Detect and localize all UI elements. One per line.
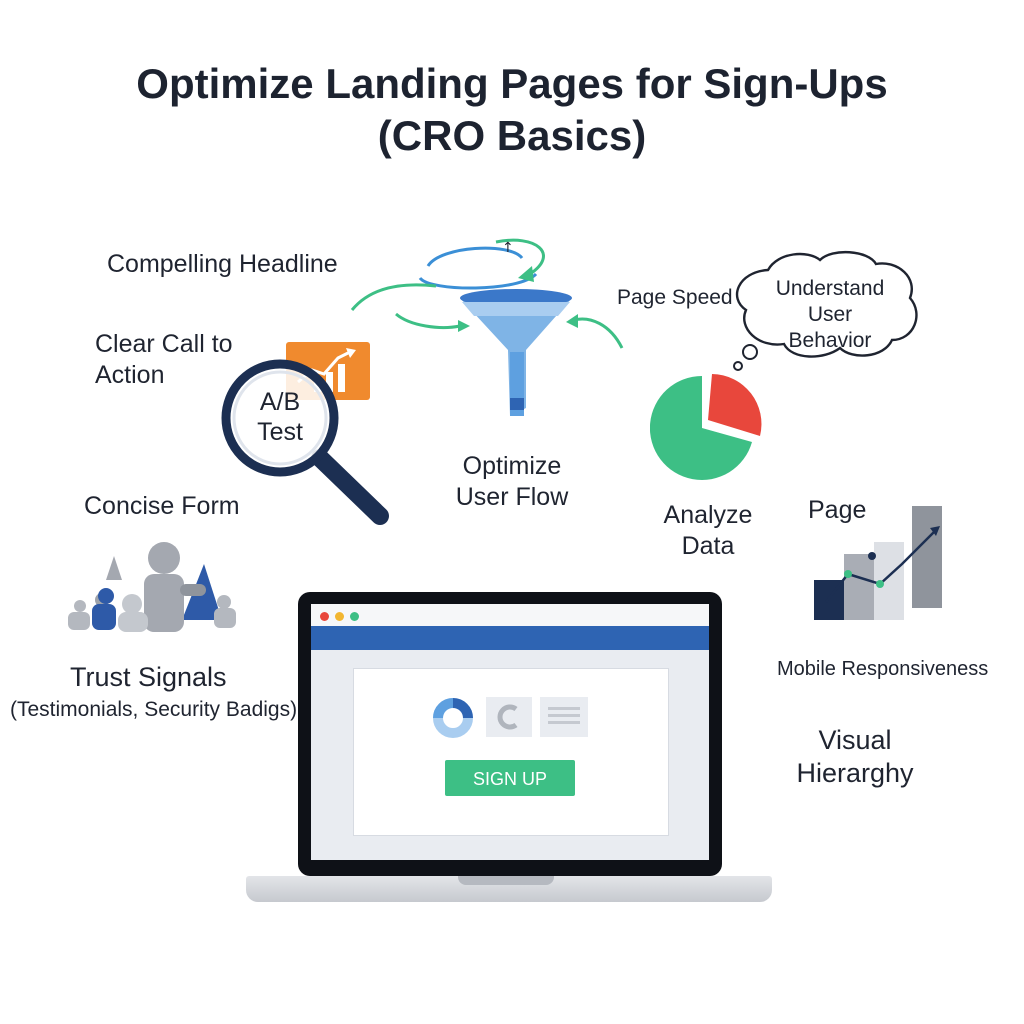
label-analyze-data: Analyze Data — [638, 500, 778, 562]
label-optimize-flow-line2: User Flow — [455, 483, 569, 511]
label-concise-form: Concise Form — [84, 492, 240, 520]
label-trust-signals-sub: (Testimonials, Security Badigs) — [10, 698, 298, 721]
landing-page-card: SIGN UP — [353, 668, 669, 836]
label-compelling-headline: Compelling Headline — [107, 250, 338, 278]
label-clear-cta: Clear Call to Action — [95, 329, 233, 391]
label-mobile-responsiveness: Mobile Responsiveness — [777, 658, 989, 680]
label-page-speed: Page Speed — [617, 286, 733, 309]
laptop-base — [246, 876, 772, 902]
bar-chart-icon — [814, 506, 942, 620]
label-ab-test-line1: A/B — [259, 388, 301, 416]
label-visual-line1: Visual — [818, 725, 892, 755]
title-line-2: (CRO Basics) — [377, 112, 647, 159]
laptop-notch — [458, 876, 554, 885]
minimize-dot-icon — [335, 612, 344, 621]
label-visual-line2: Hierarghy — [796, 758, 914, 788]
label-optimize-flow-line1: Optimize — [462, 452, 562, 480]
label-ab-test: A/B Test — [238, 387, 322, 447]
label-trust-signals: Trust Signals — [70, 662, 227, 692]
label-ab-test-line2: Test — [257, 418, 303, 446]
people-icon — [68, 542, 236, 632]
label-understand-line1: Understand — [775, 277, 885, 300]
close-dot-icon — [320, 612, 329, 621]
funnel-icon: ↑ — [350, 238, 624, 416]
refresh-icon — [486, 697, 532, 737]
label-clear-cta-line2: Action — [95, 361, 165, 389]
label-analyze-line1: Analyze — [663, 501, 753, 529]
label-page: Page — [808, 496, 867, 524]
pie-chart-icon — [650, 374, 762, 480]
label-understand-line2: User — [807, 303, 853, 326]
page-title: Optimize Landing Pages for Sign-Ups (CRO… — [0, 58, 1024, 162]
thought-bubble-icon — [733, 250, 918, 371]
maximize-dot-icon — [350, 612, 359, 621]
donut-chart-icon — [433, 698, 473, 738]
browser-header-bar — [311, 626, 709, 650]
magnifier-icon — [221, 359, 389, 525]
label-understand-line3: Behavior — [788, 329, 872, 352]
label-visual-hierarchy: Visual Hierarghy — [780, 724, 930, 790]
label-understand-behavior: Understand User Behavior — [760, 276, 900, 354]
browser-window: SIGN UP — [311, 604, 709, 860]
label-analyze-line2: Data — [681, 532, 735, 560]
svg-text:↑: ↑ — [502, 240, 514, 256]
sign-up-button[interactable]: SIGN UP — [445, 760, 575, 796]
label-optimize-flow: Optimize User Flow — [432, 451, 592, 513]
label-clear-cta-line1: Clear Call to — [95, 330, 233, 358]
title-line-1: Optimize Landing Pages for Sign-Ups — [136, 60, 888, 107]
document-icon — [540, 697, 588, 737]
browser-titlebar — [311, 604, 709, 626]
